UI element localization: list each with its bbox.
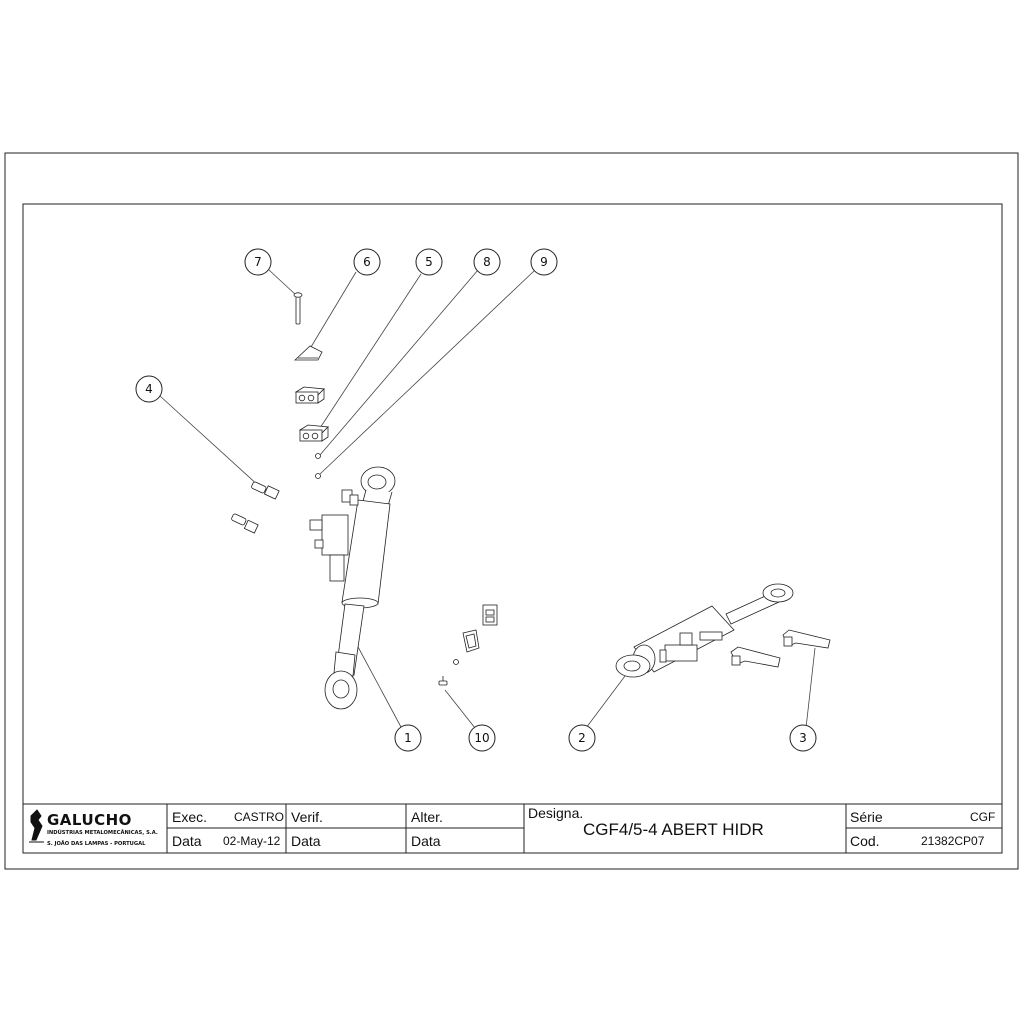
cod-value: 21382CP07: [921, 834, 985, 848]
balloon-2-circle: [568, 724, 596, 752]
serie-value: CGF: [970, 810, 996, 824]
part-1-cylinder: [309, 466, 396, 710]
leader-2: [585, 675, 626, 729]
balloon-9-circle: [530, 248, 558, 276]
leader-8: [319, 269, 479, 456]
cod-label: Cod.: [850, 833, 880, 849]
part-5-clamps: [294, 386, 329, 442]
designa-label: Designa.: [528, 805, 584, 821]
leader-9: [319, 270, 535, 475]
balloon-10-number: 10: [474, 731, 489, 745]
balloon-8-circle: [473, 248, 501, 276]
balloon-6-circle: [353, 248, 381, 276]
leader-10: [444, 689, 476, 729]
leader-5: [319, 273, 422, 429]
data-label: Data: [172, 833, 202, 849]
balloon-5-circle: [415, 248, 443, 276]
balloon-7-number: 7: [254, 255, 262, 269]
part-6-plate: [293, 345, 323, 361]
balloon-9-number: 9: [540, 255, 548, 269]
leader-6: [307, 271, 357, 353]
balloon-7-circle: [244, 248, 272, 276]
designa-value: CGF4/5-4 ABERT HIDR: [583, 820, 764, 839]
leader-3: [805, 647, 816, 729]
part-7-pin: [293, 292, 303, 325]
leader-lines: [159, 269, 816, 729]
inner-border: [22, 203, 1003, 854]
title-block-grid: [23, 803, 1002, 853]
balloon-4-number: 4: [145, 382, 153, 396]
balloon-1-circle: [394, 724, 422, 752]
balloon-6-number: 6: [363, 255, 371, 269]
alter-data-label: Data: [411, 833, 441, 849]
balloon-2-number: 2: [578, 731, 586, 745]
outer-border: [4, 152, 1019, 870]
part-10-small-parts: [438, 604, 498, 686]
balloon-5-number: 5: [425, 255, 433, 269]
exec-value: CASTRO: [234, 810, 285, 824]
leader-4: [159, 395, 261, 488]
balloon-1-number: 1: [404, 731, 412, 745]
company-line-2: S. JOÃO DAS LAMPAS - PORTUGAL: [47, 841, 146, 847]
data-value: 02-May-12: [223, 834, 281, 848]
leader-1: [356, 644, 402, 728]
verif-label: Verif.: [291, 809, 323, 825]
part-8-9-small: [315, 453, 321, 479]
balloon-8-number: 8: [483, 255, 491, 269]
balloon-numbers: 7 6 5 8 9 4 1 10 2 3: [145, 255, 807, 745]
balloon-3-number: 3: [799, 731, 807, 745]
part-4-fittings: [231, 481, 280, 534]
leader-7: [268, 269, 297, 296]
balloon-10-circle: [468, 724, 496, 752]
balloons: [135, 248, 817, 752]
serie-label: Série: [850, 809, 883, 825]
balloon-4-circle: [135, 375, 163, 403]
company-line-1: INDÚSTRIAS METALOMECÂNICAS, S.A.: [47, 830, 158, 836]
company-logo-icon: [29, 809, 44, 843]
part-3-hoses: [730, 629, 831, 668]
company-name: GALUCHO: [47, 811, 132, 829]
exec-label: Exec.: [172, 809, 208, 825]
alter-label: Alter.: [411, 809, 443, 825]
balloon-3-circle: [789, 724, 817, 752]
verif-data-label: Data: [291, 833, 321, 849]
part-2-cylinder: [615, 583, 794, 678]
